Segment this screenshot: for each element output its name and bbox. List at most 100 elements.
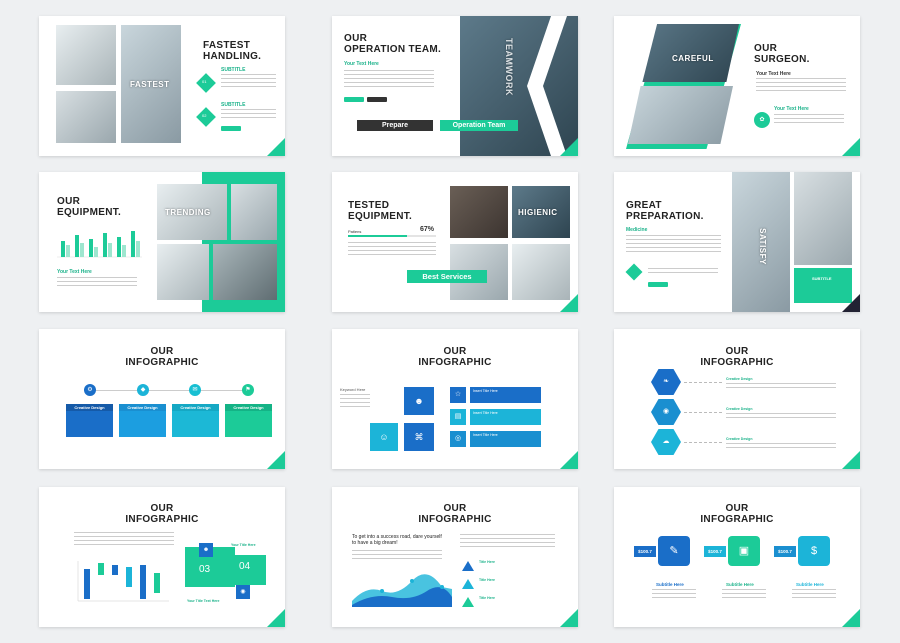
slide-infographic-2[interactable]: OUR INFOGRAPHIC Keyword Here ☻ ☺ ⌘ ☆ Ins… [332, 329, 578, 469]
triangle-marker [462, 579, 474, 589]
price-tag: $100.7 [634, 546, 656, 557]
photo-room-2 [157, 244, 209, 300]
photo-overlay-text: SATISFY [757, 228, 767, 265]
corner-accent [842, 609, 860, 627]
small-button-dark[interactable] [367, 97, 387, 102]
row-1-title: Insert Title Here [473, 389, 498, 393]
slide-tested-equipment[interactable]: TESTED EQUIPMENT. Patiens 67% HIGIENIC B… [332, 172, 578, 312]
star-icon: ☆ [450, 387, 466, 403]
prepare-label[interactable]: Prepare [357, 120, 433, 131]
slide-great-preparation[interactable]: GREAT PREPARATION. Medicine SATISFY SUBT… [614, 172, 860, 312]
photo-surgery [642, 24, 739, 82]
label-4: Creative Design [225, 404, 272, 411]
body-text-lines [344, 70, 434, 88]
slide-our-equipment[interactable]: OUR EQUIPMENT. Your Text Here TRENDING [39, 172, 285, 312]
icon-circle-2: ◆ [137, 384, 149, 396]
label-1: Creative Design [66, 404, 113, 411]
bar-chart [57, 231, 142, 258]
team-icon: ☺ [370, 423, 398, 451]
slide-title-line2: INFOGRAPHIC [700, 357, 774, 368]
slide-title-line1: OUR [150, 346, 174, 357]
slide-title-line2: INFOGRAPHIC [700, 514, 774, 525]
photo-overlay-text: FASTEST [130, 80, 170, 89]
slide-title-line2: EQUIPMENT. [348, 211, 413, 222]
body-text-lines [774, 114, 844, 124]
connector-line [684, 442, 722, 443]
photo-overlay-text: CAREFUL [672, 54, 714, 63]
slide-our-surgeon[interactable]: CAREFUL OUR SURGEON. Your Text Here Your… [614, 16, 860, 156]
slide-infographic-4[interactable]: OUR INFOGRAPHIC 03 04 ☻ ◉ Your Title Her… [39, 487, 285, 627]
box-number: 03 [199, 564, 211, 575]
body-text-lines [348, 242, 436, 256]
subtitle: Your Text Here [774, 106, 809, 112]
slide-title-line2: INFOGRAPHIC [418, 514, 492, 525]
subtitle: Subtitle Here [796, 582, 824, 587]
connector-line [84, 390, 244, 391]
diamond-number: 01 [202, 79, 207, 84]
photo-hospital-bed [56, 25, 116, 85]
row-1 [470, 387, 541, 403]
box-04 [234, 555, 266, 585]
area-chart [352, 574, 452, 607]
photo-microscope [213, 244, 277, 300]
price-tag: $100.7 [704, 546, 726, 557]
subtitle: Your Title Here [231, 543, 256, 547]
slide-title-line1: OUR [443, 346, 467, 357]
slide-title-line1: OUR [150, 503, 174, 514]
item-title: Title Here [479, 560, 495, 564]
photo-overlay-text: HIGIENIC [518, 208, 558, 217]
money-bag-icon: $ [798, 536, 830, 566]
price-tag: $100.7 [774, 546, 796, 557]
connector-line [684, 412, 722, 413]
row-2-title: Insert Title Here [473, 411, 498, 415]
corner-accent-dark [842, 294, 860, 312]
network-icon: ⌘ [404, 423, 434, 451]
slide-title-line1: OUR [443, 503, 467, 514]
body-text-lines [460, 534, 555, 548]
corner-accent [842, 138, 860, 156]
best-services-button[interactable]: Best Services [407, 270, 487, 283]
item-title: Title Here [479, 578, 495, 582]
slide-operation-team[interactable]: OUR OPERATION TEAM. Your Text Here TEAMW… [332, 16, 578, 156]
body-text-lines [726, 383, 836, 391]
body-text-lines [652, 589, 696, 599]
body-text-lines [756, 78, 846, 92]
slide-infographic-6[interactable]: OUR INFOGRAPHIC $100.7 ✎ $100.7 ▣ $100.7… [614, 487, 860, 627]
small-button[interactable] [344, 97, 364, 102]
slide-infographic-1[interactable]: OUR INFOGRAPHIC ⚙ ◆ ✉ ⚑ Creative Design … [39, 329, 285, 469]
document-icon: ✎ [658, 536, 690, 566]
slide-fastest-handling[interactable]: FASTEST FASTEST HANDLING. 01 SUBTITLE 02… [39, 16, 285, 156]
globe-icon: ◉ [651, 399, 681, 425]
slide-infographic-5[interactable]: OUR INFOGRAPHIC To get into a success ro… [332, 487, 578, 627]
item-title: Creative Design [726, 377, 753, 381]
slide-title-line1: OUR [725, 346, 749, 357]
keyword-label: Keyword Here [340, 387, 366, 392]
read-more-button[interactable] [648, 282, 668, 287]
subtitle: Your Text Here [57, 269, 92, 275]
progress-fill [348, 235, 407, 237]
read-more-button[interactable] [221, 126, 241, 131]
lungs-icon: ✿ [754, 112, 770, 128]
label-2: Creative Design [119, 404, 166, 411]
lead-text: To get into a success road, dare yoursel… [352, 534, 442, 546]
photo-lab [512, 244, 570, 300]
body-text-lines [648, 268, 718, 276]
subtitle: Your Title Text Here [187, 599, 220, 603]
item-title: Creative Design [726, 437, 753, 441]
icon-circle-1: ⚙ [84, 384, 96, 396]
photo-corridor [157, 184, 227, 240]
body-text-lines [221, 109, 276, 119]
diamond-icon [625, 263, 643, 281]
box-number: 04 [239, 561, 251, 572]
subtitle: SUBTITLE [221, 102, 246, 108]
globe-icon: ◉ [236, 585, 250, 599]
slide-title-line2: INFOGRAPHIC [418, 357, 492, 368]
slide-infographic-3[interactable]: OUR INFOGRAPHIC ❧ ◉ ☁ Creative Design Cr… [614, 329, 860, 469]
icon-circle-4: ⚑ [242, 384, 254, 396]
body-text-lines [626, 235, 721, 253]
photo-gloves [512, 186, 570, 238]
photo-overlay-text: TEAMWORK [504, 38, 514, 96]
operation-team-label[interactable]: Operation Team [440, 120, 518, 131]
photo-monitor [628, 86, 733, 144]
body-text-lines [221, 74, 276, 88]
